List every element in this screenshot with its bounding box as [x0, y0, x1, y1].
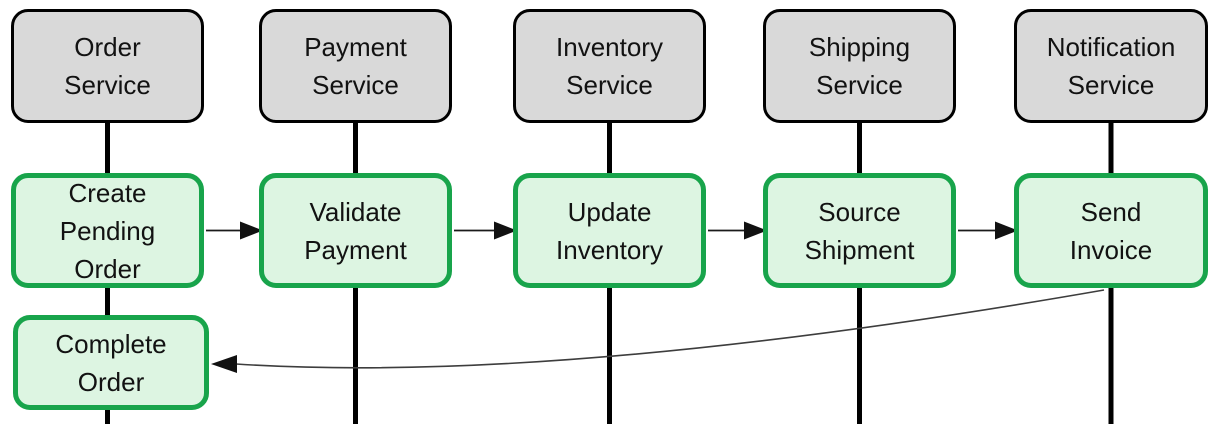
- arrow-create-to-validate: [206, 221, 263, 240]
- service-label-line: Shipping: [808, 32, 911, 62]
- service-box-payment: Payment Service: [259, 9, 452, 123]
- step-label-line: Validate: [309, 196, 402, 227]
- arrow-source-to-send: [958, 221, 1018, 240]
- arrowhead-right-icon: [494, 221, 517, 240]
- step-label-line: Order: [77, 366, 145, 397]
- service-label-line: Order: [74, 32, 141, 62]
- service-box-notification: Notification Service: [1014, 9, 1208, 123]
- step-box-source-shipment: Source Shipment: [763, 173, 956, 288]
- step-box-create-pending-order: Create Pending Order: [11, 173, 204, 288]
- step-label-line: Shipment: [804, 234, 915, 265]
- service-label-line: Service: [64, 70, 151, 100]
- service-label-line: Inventory: [556, 32, 663, 62]
- step-label-line: Order: [74, 253, 141, 284]
- arrowhead-right-icon: [240, 221, 263, 240]
- service-box-order: Order Service: [11, 9, 204, 123]
- service-label-line: Service: [816, 70, 903, 100]
- service-box-inventory: Inventory Service: [513, 9, 706, 123]
- step-box-validate-payment: Validate Payment: [259, 173, 452, 288]
- step-label-line: Invoice: [1069, 234, 1153, 265]
- step-label-line: Update: [567, 196, 652, 227]
- step-label-line: Inventory: [556, 234, 663, 265]
- step-box-update-inventory: Update Inventory: [513, 173, 706, 288]
- step-box-complete-order: Complete Order: [13, 315, 209, 410]
- step-label-line: Payment: [304, 234, 407, 265]
- service-box-shipping: Shipping Service: [763, 9, 956, 123]
- step-label-line: Source: [818, 196, 901, 227]
- arrow-update-to-source: [708, 221, 767, 240]
- service-label-line: Service: [566, 70, 653, 100]
- step-label-line: Pending: [59, 215, 156, 246]
- step-box-send-invoice: Send Invoice: [1014, 173, 1208, 288]
- service-label-line: Service: [312, 70, 399, 100]
- service-label-line: Service: [1067, 70, 1155, 100]
- arrowhead-right-icon: [995, 221, 1018, 240]
- arrowhead-right-icon: [744, 221, 767, 240]
- step-label-line: Complete: [55, 328, 167, 359]
- service-label-line: Notification: [1046, 32, 1176, 62]
- arrow-send-invoice-to-complete-order: [211, 289, 1105, 373]
- arrowhead-left-icon: [211, 355, 237, 373]
- arrow-validate-to-update: [454, 221, 517, 240]
- step-label-line: Send: [1080, 196, 1142, 227]
- step-label-line: Create: [68, 177, 147, 208]
- service-label-line: Payment: [304, 32, 407, 62]
